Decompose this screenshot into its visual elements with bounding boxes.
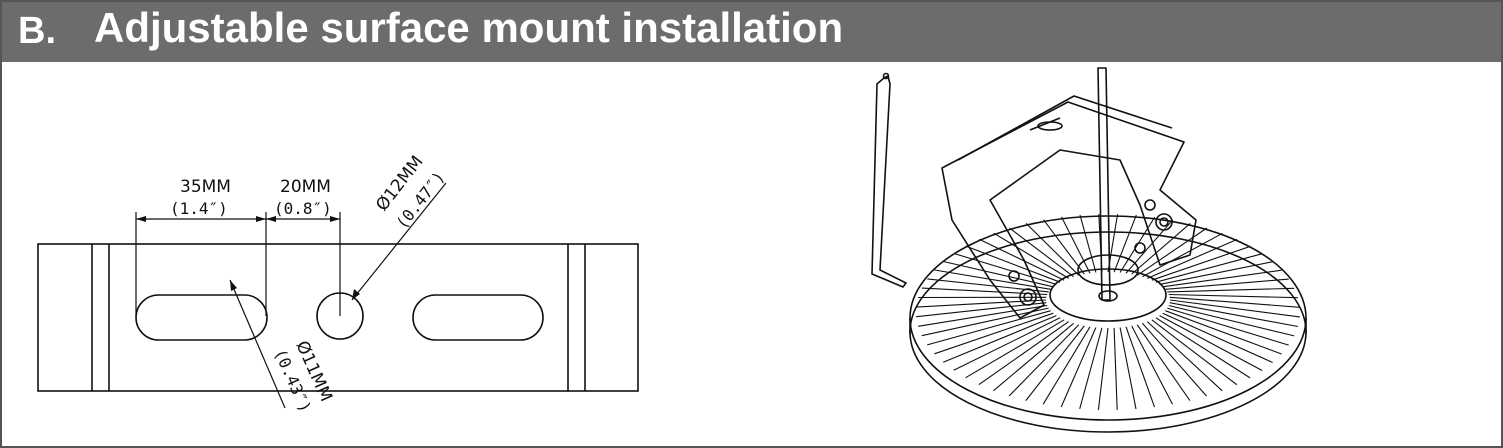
heatsink-fin [965, 245, 1061, 283]
heatsink-fin [1113, 214, 1137, 273]
heatsink-fin [943, 260, 1054, 288]
heatsink-fin [1042, 326, 1091, 405]
bolt-right-1 [1155, 213, 1173, 231]
heatsink-fin [1131, 222, 1191, 275]
heatsink-fin [1167, 287, 1295, 293]
slot-left [135, 294, 268, 341]
heatsink-fin [1159, 315, 1263, 371]
bolt-right-2 [1144, 199, 1156, 211]
arrow-20-right [330, 216, 340, 222]
heatsink-fin [1125, 326, 1156, 408]
heatsink-fin [1168, 293, 1298, 299]
heatsink-fin [921, 307, 1049, 337]
heatsink-fin [1169, 296, 1300, 308]
section-letter: B. [18, 10, 56, 52]
arrow-hole-large [352, 289, 360, 300]
heatsink-fin [965, 319, 1065, 379]
dim-35-metric: 35MM [180, 177, 231, 197]
heatsink-fin [1136, 324, 1191, 401]
heatsink-fin [1155, 317, 1251, 379]
heatsink-fins [916, 214, 1300, 410]
section-header: B. Adjustable surface mount installation [2, 2, 1501, 62]
bolt-right-3 [1134, 242, 1146, 254]
arrow-20-left [266, 216, 276, 222]
heatsink-fin [1136, 227, 1208, 276]
arrow-35-right [256, 216, 266, 222]
slot-right [412, 294, 544, 341]
heatsink-fin [953, 317, 1061, 371]
heatsink-fin [1142, 232, 1223, 278]
heatsink-fin [993, 322, 1074, 392]
heatsink-fin [934, 269, 1051, 290]
heatsink-fin [918, 304, 1048, 327]
heatsink-fin [1165, 310, 1282, 355]
heatsink-fin [1043, 219, 1085, 275]
bolt-right-1-inner [1159, 217, 1169, 227]
heatsink-fin [1025, 223, 1080, 276]
heatsink-fin [1168, 304, 1295, 337]
leader-hole-large [351, 182, 447, 301]
heatsink-fin [1159, 261, 1273, 285]
heatsink-fin [1131, 325, 1173, 405]
heatsink-fin [993, 232, 1069, 279]
heatsink-fin [1162, 269, 1282, 288]
heatsink-fin [1169, 302, 1299, 328]
mounting-pole [1097, 67, 1111, 301]
leader-hole-small [229, 279, 286, 409]
section-title: Adjustable surface mount installation [94, 4, 844, 51]
bracket-outline [37, 243, 639, 392]
heatsink-fin [1151, 245, 1251, 281]
heatsink-fin [927, 310, 1051, 346]
heatsink-fin [1061, 216, 1091, 274]
heatsink-fin [1113, 327, 1118, 410]
heatsink-fin [1155, 253, 1263, 283]
heatsink-fin [1025, 325, 1085, 401]
bolt-left-1 [1019, 288, 1037, 306]
bolt-left-1-inner [1023, 292, 1033, 302]
heatsink-fin [934, 312, 1054, 355]
heatsink-fin [916, 299, 1047, 308]
dim-20-metric: 20MM [280, 177, 331, 197]
heatsink-fin [1165, 278, 1289, 290]
heatsink-fin [1060, 327, 1097, 408]
heatsink-fin [1097, 327, 1109, 410]
heatsink-fin [1141, 322, 1208, 397]
heatsink-fin [1147, 238, 1238, 279]
heatsink-fin [1119, 327, 1137, 410]
hex-key-tip [882, 72, 890, 80]
dim-20-imperial: (0.8″) [274, 199, 332, 218]
dim-35-imperial: (1.4″) [170, 199, 228, 218]
heatsink-fin [942, 315, 1057, 363]
heatsink-fin [978, 321, 1070, 386]
heatsink-fin [978, 238, 1065, 281]
u-bracket [941, 95, 1197, 319]
heatsink-fin [1151, 319, 1238, 386]
hex-key [871, 75, 907, 288]
bolt-left-2 [1008, 270, 1020, 282]
heatsink-fin [953, 252, 1057, 285]
arrow-hole-small [230, 280, 237, 291]
heatsink-fin [1146, 321, 1223, 392]
heatsink-fin [1125, 219, 1174, 274]
heatsink-fin [1009, 227, 1074, 278]
heatsink-fin [1119, 216, 1156, 273]
heatsink-fin [1167, 307, 1289, 346]
heatsink-fin [1079, 327, 1103, 410]
heatsink-fin [1008, 324, 1080, 397]
arrow-35-left [136, 216, 146, 222]
heatsink-fin [1169, 299, 1300, 318]
heatsink-fin [1079, 214, 1097, 273]
heatsink-fin [1162, 312, 1273, 364]
